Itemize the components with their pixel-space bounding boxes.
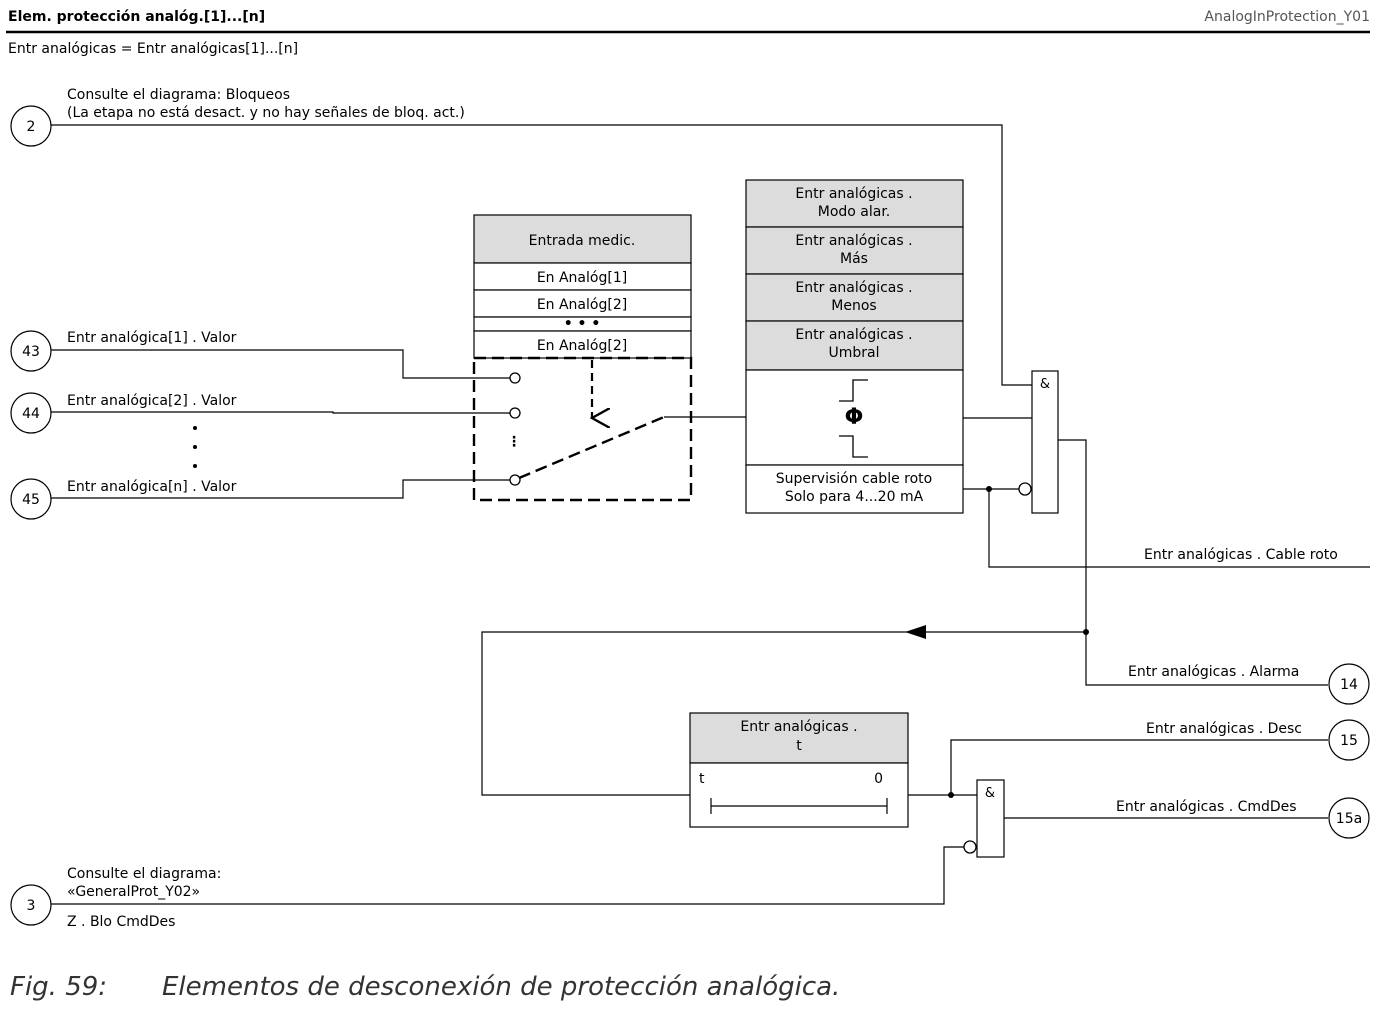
setting-more-line2: Más (840, 251, 868, 267)
connector-circle-14 (1328, 663, 1370, 705)
selector-row-2: En Analóg[2] (537, 297, 627, 313)
switch-contact-n (509, 474, 521, 486)
setting-cell (745, 273, 964, 322)
blocking-note-line1: Consulte el diagrama: Bloqueos (67, 87, 290, 103)
output-alarma: Entr analógicas . Alarma (1128, 664, 1299, 680)
selector-row (473, 330, 692, 359)
selector-row (473, 262, 692, 291)
general-prot-note-line2: «GeneralProt_Y02» (67, 884, 200, 900)
setting-threshold-line1: Entr analógicas . (795, 327, 912, 343)
connector-circle-15a (1328, 797, 1370, 839)
connector-number-14: 14 (1340, 677, 1358, 693)
output-cmddes: Entr analógicas . CmdDes (1116, 799, 1297, 815)
setting-threshold-line2: Umbral (829, 345, 880, 361)
output-desc: Entr analógicas . Desc (1146, 721, 1302, 737)
setting-cell (745, 320, 964, 371)
falling-edge-icon (839, 435, 868, 458)
supervision-line2: Solo para 4...20 mA (785, 489, 924, 505)
input-label-n: Entr analógica[n] . Valor (67, 479, 237, 495)
setting-cell (745, 226, 964, 275)
connector-circle-43 (10, 330, 52, 372)
flow-arrow (905, 625, 926, 639)
connector-circle-15 (1328, 719, 1370, 761)
ellipsis-dot (193, 464, 197, 468)
threshold-block (745, 369, 964, 466)
switch-box (472, 356, 693, 502)
diagram-subtitle: Entr analógicas = Entr analógicas[1]...[… (8, 41, 298, 57)
connector-number-15: 15 (1340, 733, 1358, 749)
alarm-wire (1058, 439, 1328, 686)
timer-t-label: t (699, 771, 705, 787)
cable-roto-wire (988, 489, 1370, 568)
figure-number: Fig. 59: (10, 972, 108, 1002)
ellipsis-dot (193, 426, 197, 430)
supervision-block (745, 464, 964, 514)
supervision-line1: Supervisión cable roto (776, 471, 932, 487)
desc-wire (950, 739, 1328, 795)
connector-circle-45 (10, 478, 52, 520)
input-label-1: Entr analógica[1] . Valor (67, 330, 237, 346)
selector-header-cell (473, 214, 692, 264)
blocking-wire (51, 124, 1032, 386)
and-gate-1-symbol: & (1040, 377, 1050, 392)
switch-contact-2 (509, 407, 521, 419)
input-wire-2 (51, 411, 510, 414)
connector-number-45: 45 (22, 492, 40, 508)
connector-number-43: 43 (22, 344, 40, 360)
inverter-bubble (963, 840, 977, 854)
and-gate-2-symbol: & (985, 786, 995, 801)
connector-number-15a: 15a (1336, 811, 1362, 827)
and-gate-2 (976, 779, 1005, 858)
switch-vdots: ⋮ (507, 434, 521, 450)
timer-line2: t (796, 738, 802, 754)
selector-row-3: En Analóg[2] (537, 338, 627, 354)
general-prot-note-line1: Consulte el diagrama: (67, 866, 221, 882)
logic-diagram: Elem. protección analóg.[1]...[n] Analog… (6, 9, 1370, 930)
connector-number-2: 2 (27, 119, 36, 135)
general-prot-signal: Z . Blo CmdDes (67, 914, 175, 930)
diagram-id: AnalogInProtection_Y01 (1204, 9, 1370, 25)
setting-more-line1: Entr analógicas . (795, 233, 912, 249)
connector-circle-44 (10, 392, 52, 434)
connector-number-3: 3 (27, 898, 36, 914)
and-gate-1 (1031, 370, 1059, 514)
feedback-wire (481, 631, 1086, 796)
selector-header: Entrada medic. (529, 233, 636, 249)
timer-header-cell (689, 712, 909, 764)
switch-blade (518, 415, 665, 480)
output-cable-roto: Entr analógicas . Cable roto (1144, 547, 1338, 563)
connector-circle-3 (10, 884, 52, 926)
diagram-title: Elem. protección analóg.[1]...[n] (8, 9, 265, 25)
ellipsis-dot (193, 445, 197, 449)
switch-contact-1 (509, 372, 521, 384)
setting-less-line1: Entr analógicas . (795, 280, 912, 296)
threshold-symbol: Φ (845, 405, 864, 430)
timer-zero-label: 0 (874, 771, 883, 787)
selector-row (473, 289, 692, 318)
timer-line1: Entr analógicas . (740, 719, 857, 735)
input-label-2: Entr analógica[2] . Valor (67, 393, 237, 409)
input-wire-1 (51, 349, 510, 379)
input-wire-n (51, 479, 510, 499)
rising-edge-icon (839, 379, 868, 402)
general-prot-wire (51, 846, 964, 905)
connector-circle-2 (10, 105, 52, 147)
inverter-bubble (1018, 482, 1032, 496)
selector-row-ellipsis: • • • (564, 316, 601, 332)
figure-caption: Fig. 59: Elementos de desconexión de prot… (10, 972, 840, 1002)
selector-row-1: En Analóg[1] (537, 270, 627, 286)
figure-text: Elementos de desconexión de protección a… (162, 972, 841, 1002)
setting-less-line2: Menos (831, 298, 876, 314)
timer-block (689, 762, 909, 828)
setting-alarm-mode-line2: Modo alar. (818, 204, 891, 220)
blocking-note-line2: (La etapa no está desact. y no hay señal… (67, 105, 465, 121)
setting-alarm-mode-line1: Entr analógicas . (795, 186, 912, 202)
connector-number-44: 44 (22, 406, 40, 422)
